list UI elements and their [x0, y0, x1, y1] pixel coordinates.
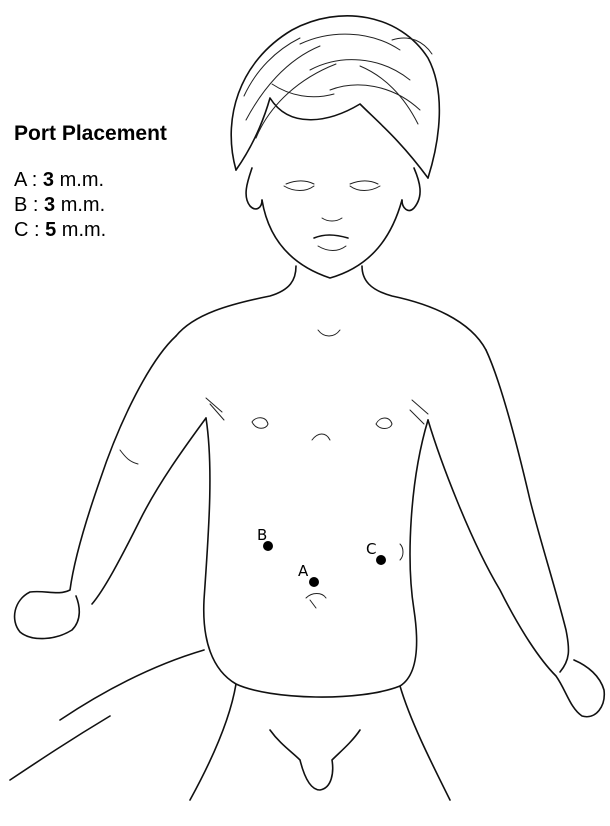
port-marker-a — [309, 577, 319, 587]
hair — [231, 16, 439, 178]
arms — [15, 336, 605, 717]
torso — [176, 266, 486, 697]
port-label-a: A — [298, 562, 309, 580]
legs — [10, 650, 450, 800]
port-label-c: C — [366, 540, 376, 558]
head — [246, 168, 420, 278]
port-label-b: B — [257, 526, 267, 544]
port-marker-c — [376, 555, 386, 565]
port-markers: B C A — [257, 526, 386, 587]
